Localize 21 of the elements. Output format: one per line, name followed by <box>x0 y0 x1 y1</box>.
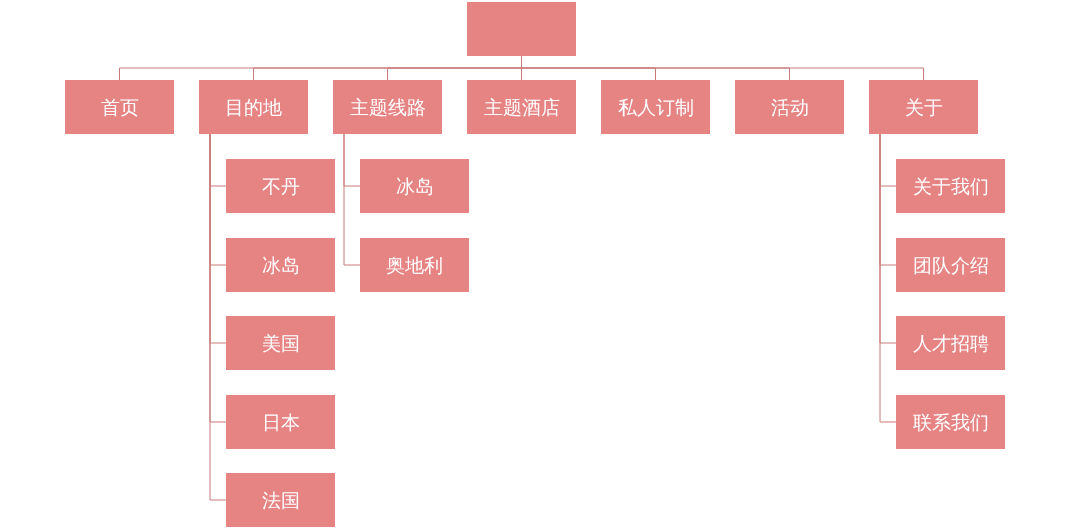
menu-box: 不丹 <box>226 159 335 213</box>
menu-box: 关于 <box>869 80 978 134</box>
menu-box: 人才招聘 <box>896 316 1005 370</box>
menu-box: 私人订制 <box>601 80 710 134</box>
menu-box: 美国 <box>226 316 335 370</box>
menu-box: 主题酒店 <box>467 80 576 134</box>
menu-box: 联系我们 <box>896 395 1005 449</box>
menu-box: 目的地 <box>199 80 308 134</box>
menu-box: 首页 <box>65 80 174 134</box>
menu-box: 奥地利 <box>360 238 469 292</box>
menu-box: 活动 <box>735 80 844 134</box>
connector-line <box>879 133 897 423</box>
menu-box: 冰岛 <box>226 238 335 292</box>
connector-line <box>343 133 361 266</box>
menu-box: 法国 <box>226 473 335 527</box>
menu-box: 团队介绍 <box>896 238 1005 292</box>
empty-box <box>467 2 576 56</box>
menu-box: 冰岛 <box>360 159 469 213</box>
menu-box: 关于我们 <box>896 159 1005 213</box>
menu-box: 主题线路 <box>333 80 442 134</box>
menu-box: 日本 <box>226 395 335 449</box>
